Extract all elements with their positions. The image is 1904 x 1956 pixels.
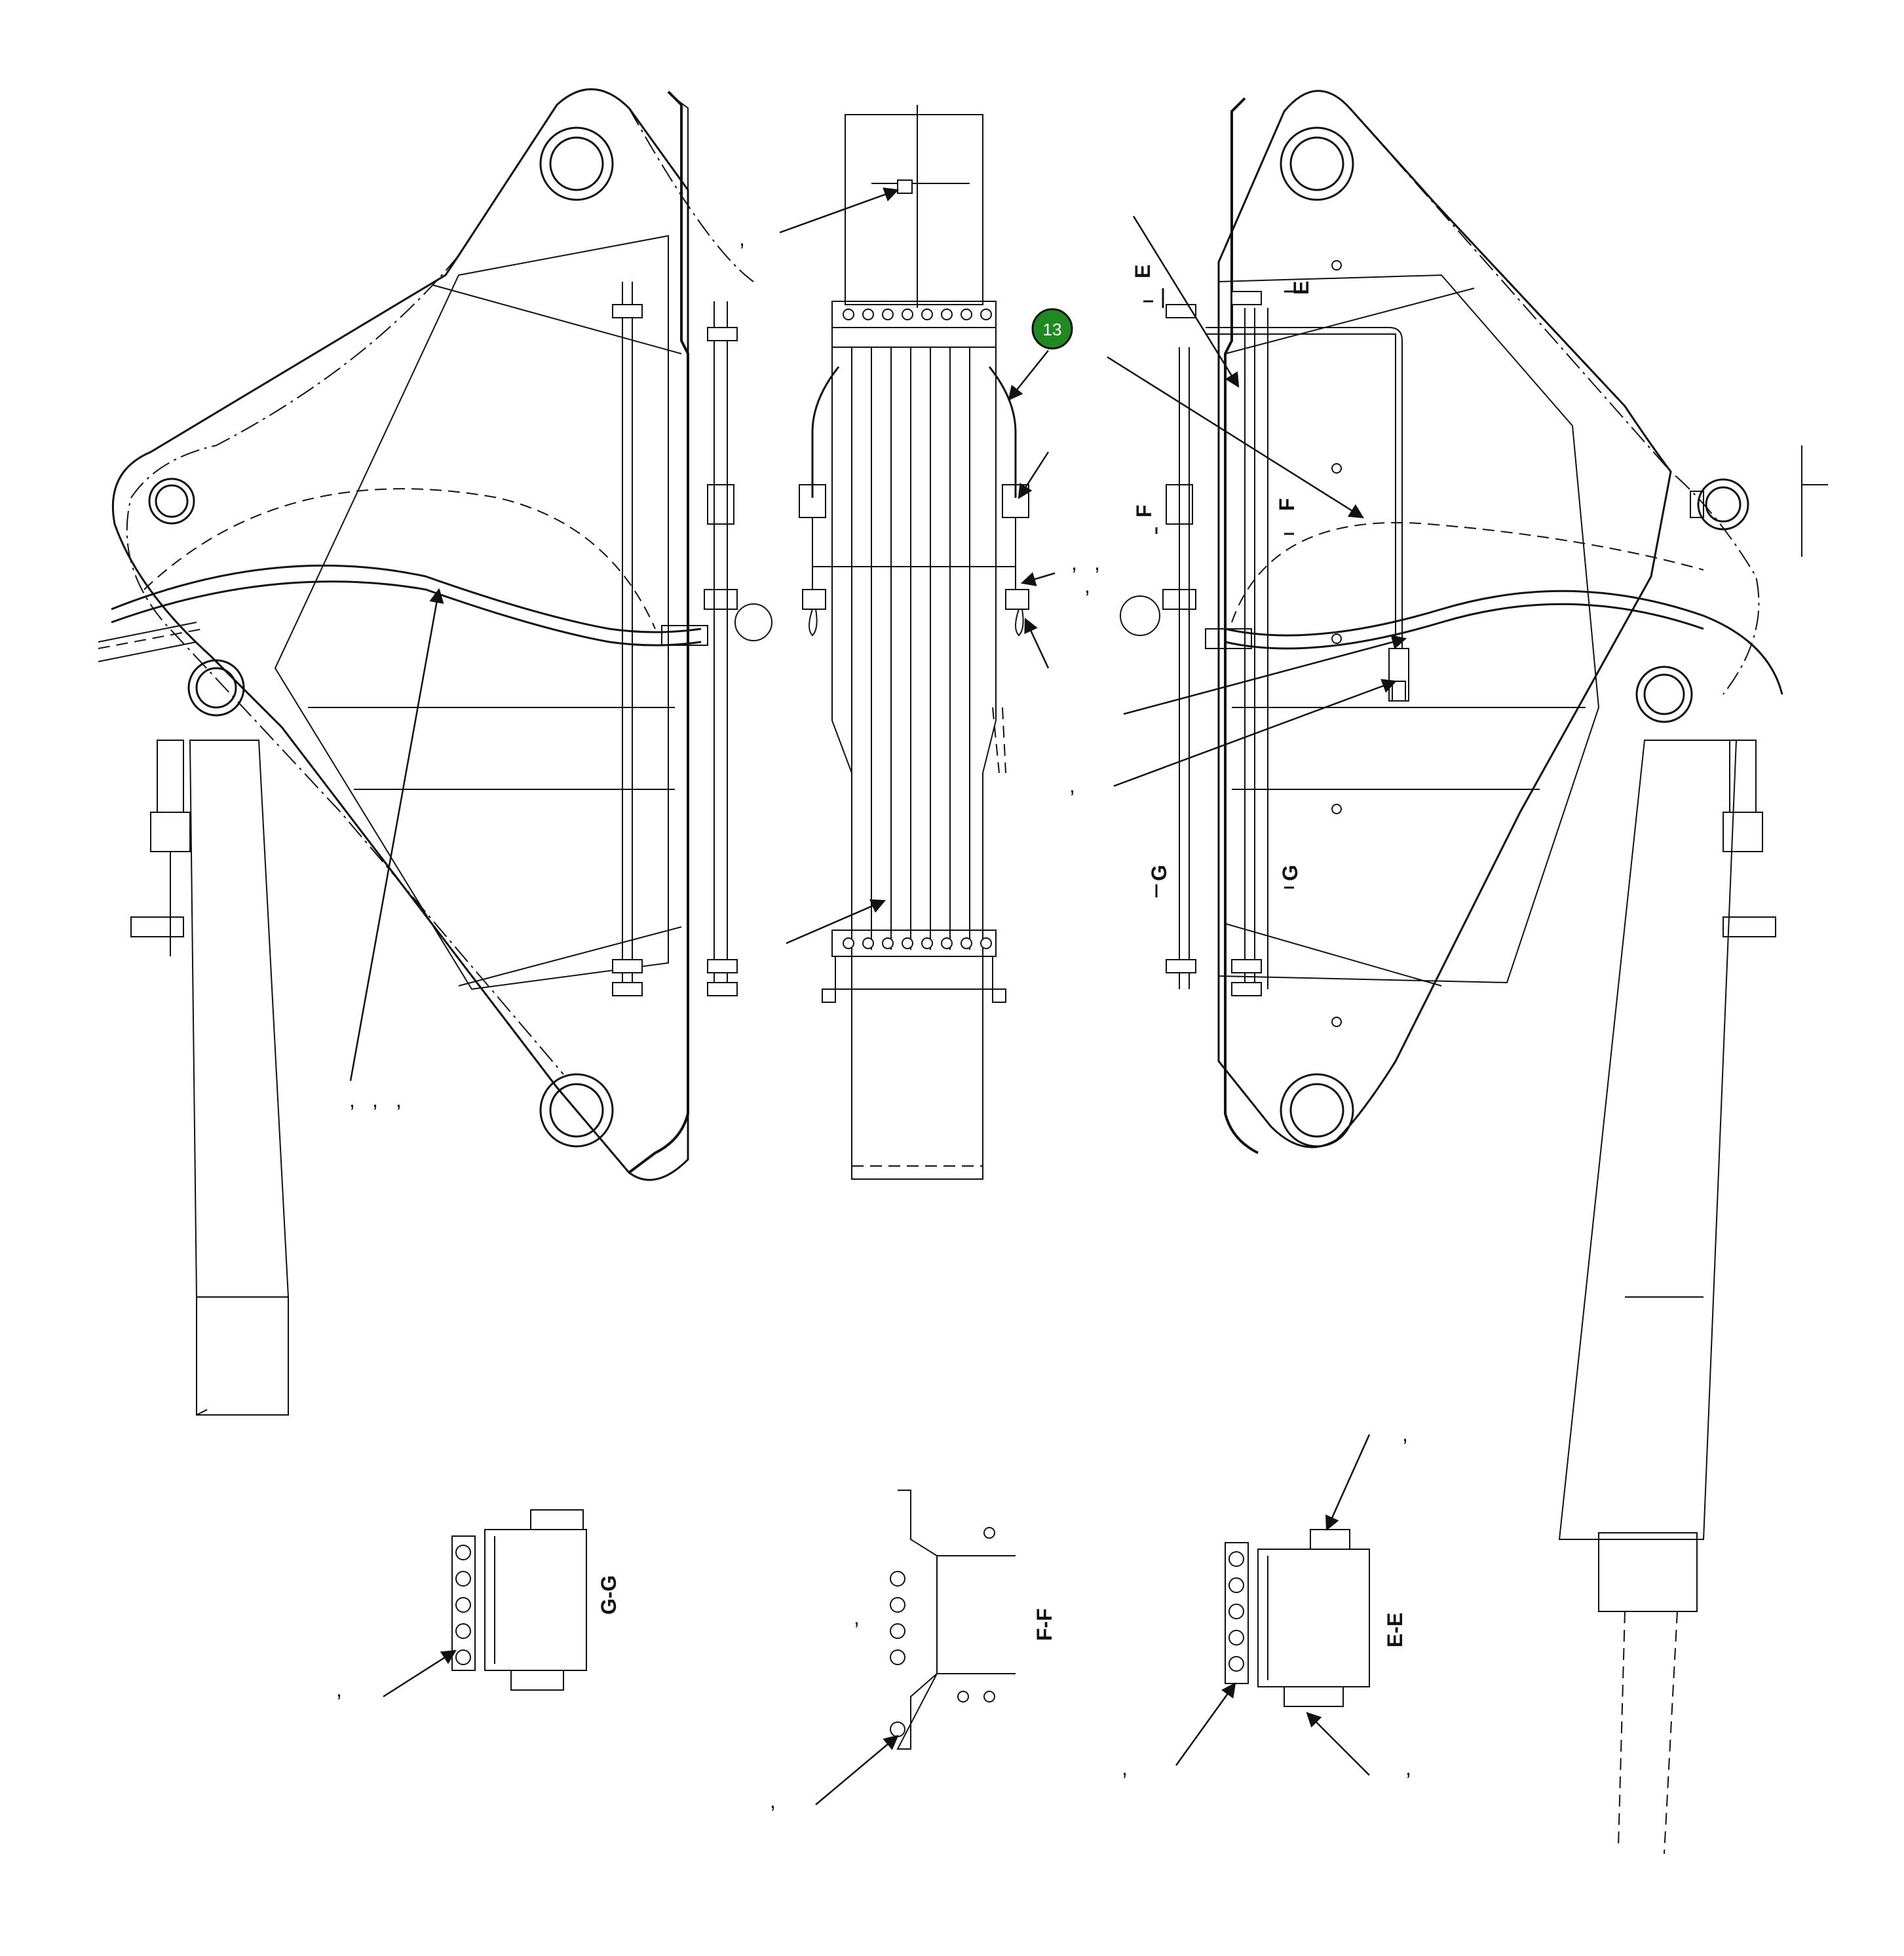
comma-1: ,: [739, 227, 745, 250]
section-marker-f-left: F: [1132, 504, 1156, 517]
section-view-f: [890, 1490, 1016, 1750]
comma-11: ,: [770, 1789, 776, 1813]
comma-13: ,: [1405, 1756, 1411, 1780]
comma-5: ,: [1069, 774, 1075, 797]
callout-13-circle: [1031, 308, 1073, 350]
comma-9: ,: [336, 1678, 342, 1701]
comma-8: ,: [396, 1088, 402, 1112]
comma-2: ,: [1071, 551, 1077, 574]
comma-3: ,: [1094, 551, 1100, 574]
leader-lines: [349, 187, 1407, 1805]
comma-14: ,: [1402, 1422, 1408, 1446]
comma-7: ,: [372, 1088, 378, 1112]
label-commas: , , , , , , , , , , , , , ,: [336, 227, 1411, 1813]
section-title-e-e: E-E: [1383, 1613, 1407, 1647]
section-marker-g-left: G: [1147, 865, 1171, 881]
comma-12: ,: [1122, 1756, 1128, 1780]
section-marker-f-right: F: [1275, 498, 1299, 511]
callout-13-number: 13: [1043, 320, 1062, 339]
section-markers: E E F F G G: [1131, 265, 1313, 897]
section-view-g: [451, 1509, 587, 1691]
right-boom-view: [1120, 90, 1828, 1854]
section-marker-e-right: E: [1289, 281, 1313, 295]
section-title-f-f: F-F: [1033, 1608, 1056, 1641]
comma-10: ,: [854, 1606, 860, 1629]
section-view-e: [1225, 1529, 1370, 1707]
comma-4: ,: [1084, 574, 1090, 597]
center-boom-view: [799, 105, 1029, 1180]
section-title-g-g: G-G: [597, 1575, 620, 1615]
left-boom-view: [98, 88, 772, 1416]
section-marker-g-right: G: [1278, 865, 1302, 881]
section-marker-e-left: E: [1131, 265, 1154, 278]
comma-6: ,: [349, 1088, 355, 1112]
callout-13[interactable]: 13: [1031, 308, 1073, 350]
